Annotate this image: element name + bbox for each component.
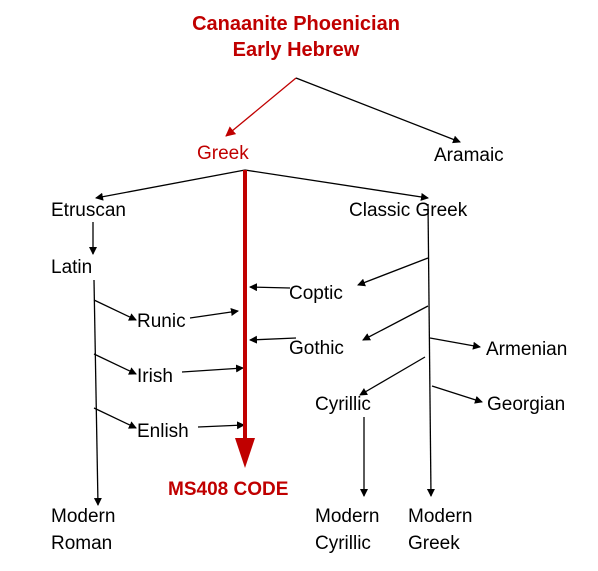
edge-classicgreek-coptic [357,257,429,287]
edge-irish-ms408 [181,364,244,373]
node-runic: Runic [137,311,186,332]
edge-classicgreek-gothic [362,305,429,341]
edge-runic-ms408 [189,308,239,319]
node-georgian: Georgian [487,394,566,415]
node-coptic: Coptic [289,283,343,304]
node-gothic: Gothic [289,338,344,359]
node-armenian: Armenian [486,339,568,360]
edge-classicgreek-moderngreek [426,203,435,497]
node-modern-roman-line2: Roman [51,533,113,554]
edge-latin-enlish [93,407,137,429]
root-node-title-line2: Early Hebrew [232,39,360,61]
node-modern-greek-line1: Modern [408,506,473,527]
node-modern-roman-line1: Modern [51,506,116,527]
edge-greek-etruscan [95,169,246,201]
edge-greek-classicgreek [244,169,429,201]
edge-gothic-ms408 [249,335,297,344]
node-modern-cyrillic-line1: Modern [315,506,380,527]
edge-classicgreek-armenian [429,337,481,350]
edge-classicgreek-georgian [431,385,483,404]
ms408-arrowhead [235,438,255,468]
edge-classicgreek-cyrillic [359,356,426,396]
edge-coptic-ms408 [249,283,291,292]
edge-root-greek [225,77,297,137]
root-node-title-line1: Canaanite Phoenician [192,13,400,35]
node-ms408-code: MS408 CODE [168,479,289,500]
node-irish: Irish [137,366,173,387]
node-classic-greek: Classic Greek [349,200,468,221]
node-modern-cyrillic-line2: Cyrillic [315,533,371,554]
edge-enlish-ms408 [197,421,245,430]
node-enlish: Enlish [137,421,189,442]
edge-latin-runic [93,299,137,321]
node-greek: Greek [197,143,249,164]
node-etruscan: Etruscan [51,200,126,221]
edge-root-aramaic [295,77,461,144]
node-modern-greek-line2: Greek [408,533,460,554]
node-cyrillic: Cyrillic [315,394,371,415]
edge-latin-irish [93,353,137,375]
node-aramaic: Aramaic [434,145,504,166]
node-latin: Latin [51,257,93,278]
edge-latin-modernroman [93,279,102,506]
